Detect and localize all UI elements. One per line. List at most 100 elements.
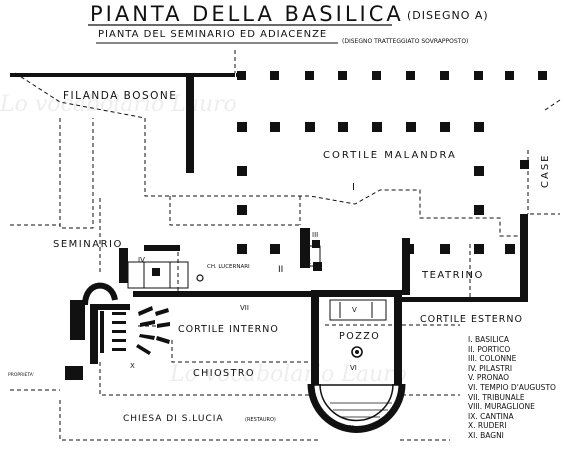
numeral-III: III [312, 231, 318, 239]
column [404, 244, 414, 254]
legend-item: VIII. MURAGLIONE [468, 402, 535, 412]
column [505, 71, 514, 80]
dash-line [171, 340, 312, 363]
column [474, 166, 484, 176]
column [338, 71, 347, 80]
columns [152, 71, 547, 276]
label-cortile-malandra: CORTILE MALANDRA [323, 150, 457, 161]
wedge [112, 330, 126, 333]
legend-item: II. PORTICO [468, 344, 511, 354]
wall-pozzo-top [311, 290, 402, 297]
wall-pozzo-right [394, 290, 402, 385]
well-icon [351, 346, 363, 358]
wall-top-left [10, 73, 235, 77]
column [474, 205, 484, 215]
column [474, 122, 484, 132]
numeral-I: I [352, 182, 355, 193]
column [372, 122, 382, 132]
plan-subtitle: PIANTA DEL SEMINARIO ED ADIACENZE [98, 29, 328, 40]
legend-item: III. COLONNE [468, 354, 517, 364]
column [270, 244, 280, 254]
dash-line [59, 400, 320, 441]
plan-title: PIANTA DELLA BASILICA [90, 2, 404, 26]
wedge [138, 306, 153, 316]
wall-teatrino [402, 238, 410, 295]
numeral-VII-north: VII [240, 304, 249, 312]
label-cortile-esterno: CORTILE ESTERNO [420, 314, 523, 325]
lucernari-marker-icon [196, 274, 204, 282]
label-chiesa: CHIESA DI S.LUCIA [123, 414, 224, 424]
pronao-room [329, 299, 387, 321]
legend-item: IV. PILASTRI [468, 363, 513, 373]
numeral-VI: VI [350, 364, 357, 372]
legend-item: IX. CANTINA [468, 411, 514, 421]
dash-line [169, 196, 300, 226]
dash-line [544, 99, 561, 111]
apse-inner [319, 383, 394, 422]
basilica-walls [10, 73, 528, 385]
legend-item: V. PRONAO [468, 373, 510, 383]
watermark-bottom: Lo vocabolario Lauro [170, 362, 407, 387]
wall-west-apse [90, 304, 98, 364]
west-apse [82, 282, 118, 306]
plan-labels: FILANDA BOSONE CORTILE MALANDRA CASE SEM… [8, 90, 551, 432]
numeral-V: V [352, 306, 357, 314]
well-center-icon [355, 350, 359, 354]
label-pozzo: POZZO [339, 331, 380, 342]
column [305, 71, 314, 80]
dash-line [59, 118, 94, 229]
column [237, 122, 247, 132]
wall-east [520, 214, 528, 302]
column [406, 71, 415, 80]
column [237, 244, 247, 254]
numeral-VII-south: VII [345, 424, 354, 432]
legend-item: X. RUDERI [468, 421, 507, 431]
dash-line [99, 362, 312, 396]
column [270, 122, 280, 132]
legend: I. BASILICA II. PORTICO III. COLONNE IV.… [468, 335, 556, 441]
wall-cortile-esterno [402, 297, 528, 302]
column [270, 71, 279, 80]
dash-line [144, 118, 528, 237]
wall-west-top [90, 304, 130, 310]
wall-pozzo-left [311, 290, 319, 385]
west-pier [70, 300, 85, 340]
label-filanda: FILANDA BOSONE [63, 90, 177, 102]
wedge [136, 344, 151, 355]
label-teatrino: TEATRINO [421, 270, 484, 281]
column [440, 122, 450, 132]
wedge [157, 322, 170, 328]
label-lucernari: CH. LUCERNARI [207, 264, 250, 270]
small-block [65, 366, 83, 380]
label-chiostro: CHIOSTRO [193, 368, 255, 379]
legend-item: XI. BAGNI [468, 430, 504, 440]
column [237, 71, 246, 80]
wall-rooms [119, 248, 128, 283]
wedge [112, 312, 126, 315]
column [538, 71, 547, 80]
column [237, 166, 247, 176]
column [312, 240, 320, 248]
wedge [156, 336, 170, 344]
legend-item: VI. TEMPIO D'AUGUSTO [468, 382, 556, 392]
legend-item: I. BASILICA [468, 335, 509, 344]
numeral-VIII: VIII [75, 306, 85, 313]
room [305, 245, 321, 267]
wedge [100, 311, 104, 353]
column [152, 268, 160, 276]
plan-subtitle-note: (DISEGNO TRATTEGGIATO SOVRAPPOSTO) [342, 38, 469, 45]
wall-rooms-top [144, 245, 180, 251]
side-rooms [127, 245, 387, 321]
plan-tag: (DISEGNO A) [407, 9, 489, 22]
column [440, 244, 450, 254]
label-cortile-interno: CORTILE INTERNO [178, 324, 279, 335]
label-seminario: SEMINARIO [53, 239, 123, 250]
tribunal-hatch [330, 402, 392, 418]
wall-east-rooms [300, 228, 310, 268]
wedge [140, 320, 155, 327]
column [305, 122, 315, 132]
column [406, 122, 416, 132]
numeral-II: II [278, 265, 283, 275]
room [169, 261, 189, 289]
wall-cortile-interno [133, 291, 313, 297]
